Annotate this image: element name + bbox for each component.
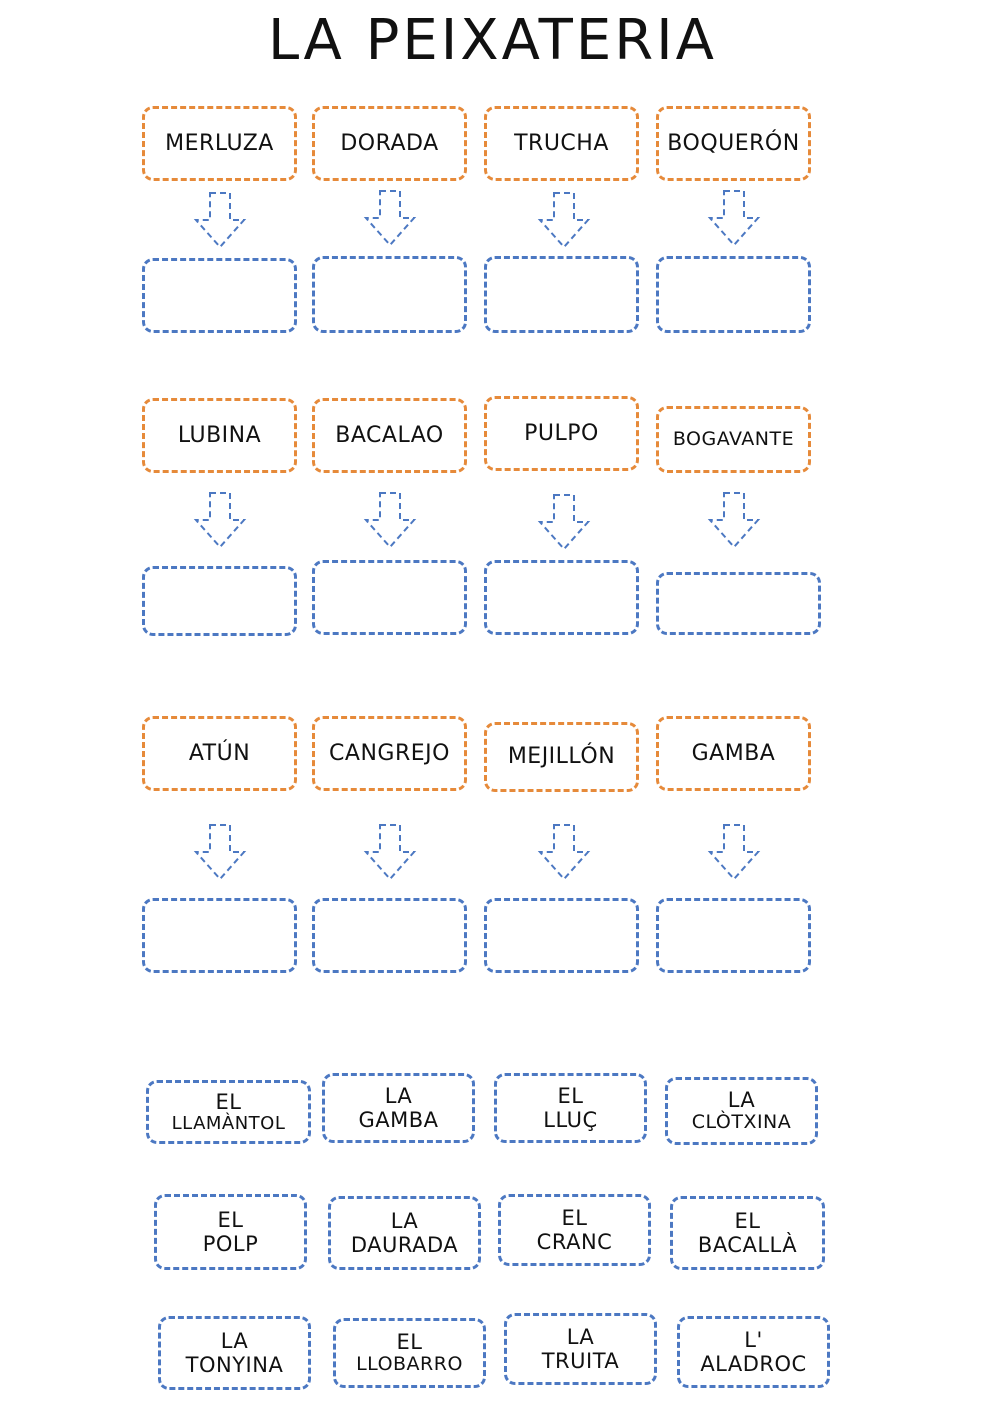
word-noun: LLAMÀNTOL <box>171 1112 286 1134</box>
spanish-word: ATÚN <box>188 740 251 766</box>
word-bank-card[interactable]: L'ALADROC <box>677 1316 830 1388</box>
answer-box[interactable] <box>656 572 821 635</box>
spanish-word-box: MEJILLÓN <box>484 722 639 792</box>
word-article: L' <box>744 1327 763 1352</box>
word-noun: GAMBA <box>358 1108 439 1132</box>
spanish-word: BOGAVANTE <box>672 427 795 450</box>
down-arrow-icon <box>363 822 417 882</box>
spanish-word-box: GAMBA <box>656 716 811 791</box>
down-arrow-icon <box>537 190 591 250</box>
answer-box[interactable] <box>142 898 297 973</box>
answer-box[interactable] <box>484 560 639 635</box>
spanish-word: GAMBA <box>691 740 776 766</box>
spanish-word-box: CANGREJO <box>312 716 467 791</box>
down-arrow-icon <box>193 190 247 250</box>
word-noun: DAURADA <box>350 1233 459 1257</box>
word-noun: LLUÇ <box>543 1108 598 1132</box>
answer-box[interactable] <box>312 898 467 973</box>
word-article: EL <box>217 1207 244 1232</box>
down-arrow-icon <box>193 490 247 550</box>
spanish-word: BOQUERÓN <box>667 130 800 156</box>
down-arrow-icon <box>707 822 761 882</box>
answer-box[interactable] <box>142 566 297 636</box>
word-noun: TONYINA <box>185 1353 284 1377</box>
spanish-word-box: BACALAO <box>312 398 467 473</box>
word-noun: CRANC <box>536 1230 613 1254</box>
word-article: LA <box>390 1208 419 1233</box>
answer-box[interactable] <box>484 898 639 973</box>
word-noun: TRUITA <box>541 1349 620 1373</box>
spanish-word-box: LUBINA <box>142 398 297 473</box>
spanish-word-box: DORADA <box>312 106 467 181</box>
word-noun: CLÒTXINA <box>691 1111 792 1134</box>
word-noun: ALADROC <box>700 1352 807 1376</box>
answer-box[interactable] <box>312 256 467 333</box>
word-article: EL <box>734 1208 761 1233</box>
down-arrow-icon <box>363 490 417 550</box>
spanish-word-box: TRUCHA <box>484 106 639 181</box>
word-article: LA <box>566 1324 595 1349</box>
down-arrow-icon <box>363 188 417 248</box>
word-noun: BACALLÀ <box>697 1233 798 1257</box>
spanish-word-box: PULPO <box>484 396 639 471</box>
down-arrow-icon <box>537 492 591 552</box>
answer-box[interactable] <box>484 256 639 333</box>
down-arrow-icon <box>707 490 761 550</box>
spanish-word: DORADA <box>340 130 439 156</box>
down-arrow-icon <box>193 822 247 882</box>
word-noun: LLOBARRO <box>356 1353 463 1376</box>
answer-box[interactable] <box>312 560 467 635</box>
word-article: EL <box>215 1089 242 1114</box>
spanish-word-box: BOQUERÓN <box>656 106 811 181</box>
answer-box[interactable] <box>142 258 297 333</box>
spanish-word: TRUCHA <box>514 130 609 156</box>
word-article: LA <box>727 1088 756 1112</box>
spanish-word: MEJILLÓN <box>507 744 616 770</box>
spanish-word: PULPO <box>524 420 599 446</box>
spanish-word: CANGREJO <box>329 740 450 766</box>
word-article: EL <box>557 1083 584 1108</box>
word-article: EL <box>561 1205 588 1230</box>
word-noun: POLP <box>202 1232 259 1256</box>
spanish-word: MERLUZA <box>165 130 274 156</box>
spanish-word-box: BOGAVANTE <box>656 406 811 473</box>
spanish-word: BACALAO <box>335 422 444 448</box>
down-arrow-icon <box>707 188 761 248</box>
word-article: LA <box>384 1083 413 1108</box>
answer-box[interactable] <box>656 898 811 973</box>
down-arrow-icon <box>537 822 591 882</box>
page-title: LA PEIXATERIA <box>268 8 717 73</box>
word-article: LA <box>220 1328 249 1353</box>
spanish-word: LUBINA <box>177 422 262 448</box>
spanish-word-box: ATÚN <box>142 716 297 791</box>
spanish-word-box: MERLUZA <box>142 106 297 181</box>
word-article: EL <box>396 1330 423 1354</box>
answer-box[interactable] <box>656 256 811 333</box>
